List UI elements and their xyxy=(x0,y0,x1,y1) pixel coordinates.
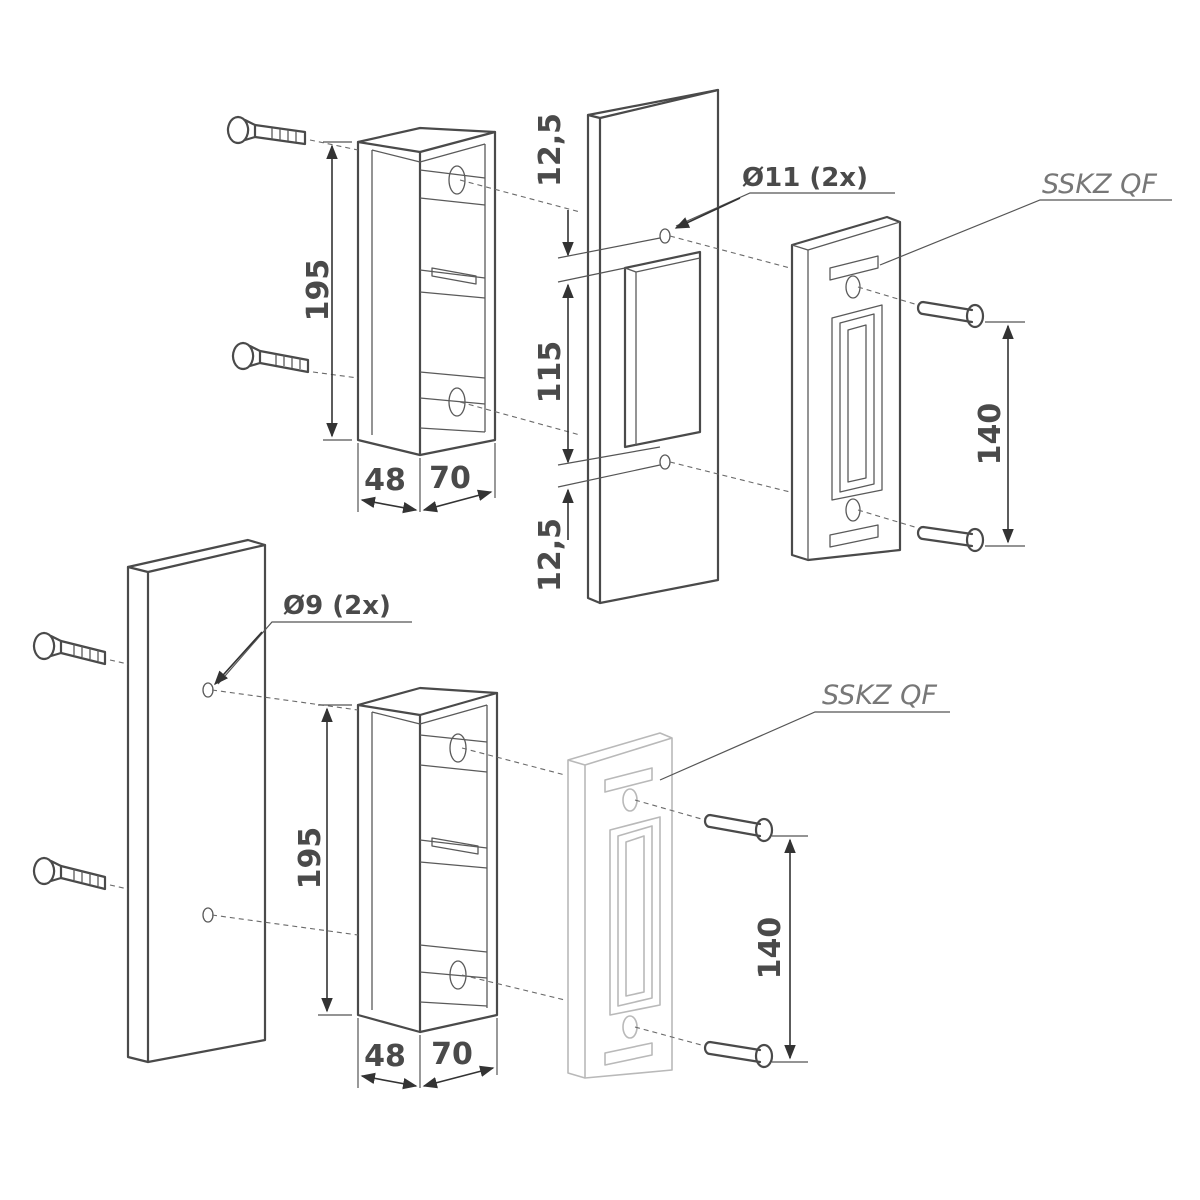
top-assembly: 195 48 70 12,5 115 12,5 Ø11 (2x) SSKZ QF… xyxy=(226,88,1172,605)
top-bracket-housing xyxy=(356,126,497,457)
top-hole-offset-top-dim: 12,5 xyxy=(533,113,568,187)
bottom-keeper-plate xyxy=(567,732,673,1079)
top-screw-spacing-dim: 140 xyxy=(973,403,1008,466)
top-width-dim: 70 xyxy=(429,461,471,496)
bolt-top-upper xyxy=(226,115,307,146)
screw-bottom-lower xyxy=(703,1040,774,1069)
bolt-top-lower xyxy=(231,341,310,374)
bottom-hole-label: Ø9 (2x) xyxy=(283,591,391,621)
bottom-assembly: 195 48 70 Ø9 (2x) SSKZ QF 140 xyxy=(32,538,950,1090)
screw-top-lower xyxy=(916,525,985,553)
top-post-plate xyxy=(586,88,720,605)
top-hole-label: Ø11 (2x) xyxy=(742,163,868,193)
bottom-product-label: SSKZ QF xyxy=(822,680,937,711)
top-hole-offset-bottom-dim: 12,5 xyxy=(533,518,568,592)
bottom-width-dim: 70 xyxy=(431,1037,473,1072)
bottom-bracket-housing xyxy=(356,686,499,1034)
bottom-height-dim: 195 xyxy=(293,827,328,890)
top-height-dim: 195 xyxy=(301,259,336,322)
top-product-label: SSKZ QF xyxy=(1042,169,1157,200)
bolt-bottom-upper xyxy=(32,631,107,666)
bottom-screw-spacing-dim: 140 xyxy=(753,917,788,980)
bottom-post xyxy=(126,538,267,1064)
bottom-depth-dim: 48 xyxy=(364,1039,406,1074)
top-opening-dim: 115 xyxy=(533,341,568,404)
top-keeper-plate xyxy=(790,215,902,562)
bolt-bottom-lower xyxy=(32,856,107,891)
screw-top-upper xyxy=(916,300,985,329)
screw-bottom-upper xyxy=(703,813,774,843)
top-depth-dim: 48 xyxy=(364,463,406,498)
